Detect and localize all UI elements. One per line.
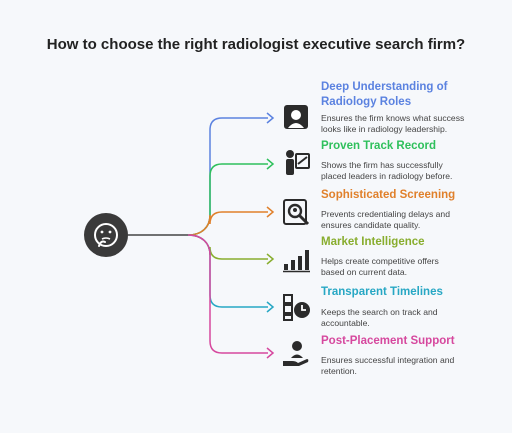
branch-arrowhead-4: [266, 253, 275, 265]
page-title: How to choose the right radiologist exec…: [46, 36, 466, 53]
person-chart-icon: [281, 148, 311, 178]
timeline-clock-icon: [281, 292, 311, 322]
branch-line-2: [187, 163, 268, 236]
item-title-sophisticated-screening: Sophisticated Screening: [321, 189, 456, 201]
hub-circle: [84, 213, 128, 257]
bar-chart-icon: [281, 244, 311, 274]
hand-person-icon: [281, 338, 311, 368]
item-title-post-placement-support: Post-Placement Support: [321, 335, 455, 347]
branch-line-5: [187, 234, 268, 308]
branch-line-1: [187, 117, 268, 236]
branch-arrowhead-6: [266, 347, 275, 359]
item-title-transparent-timelines: Transparent Timelines: [321, 286, 443, 298]
branch-arrowhead-1: [266, 112, 275, 124]
branch-line-6: [187, 234, 268, 354]
x-ray-scan-icon: [281, 102, 311, 132]
branch-line-4: [187, 234, 268, 260]
item-title-market-intelligence: Market Intelligence: [321, 236, 425, 248]
item-title-proven-track-record: Proven Track Record: [321, 140, 437, 152]
thinking-face-icon: [94, 223, 118, 247]
branch-arrowhead-5: [266, 301, 275, 313]
branch-arrowhead-3: [266, 206, 275, 218]
branch-line-3: [187, 211, 268, 236]
branch-arrowhead-2: [266, 158, 275, 170]
screening-search-icon: [281, 197, 311, 227]
